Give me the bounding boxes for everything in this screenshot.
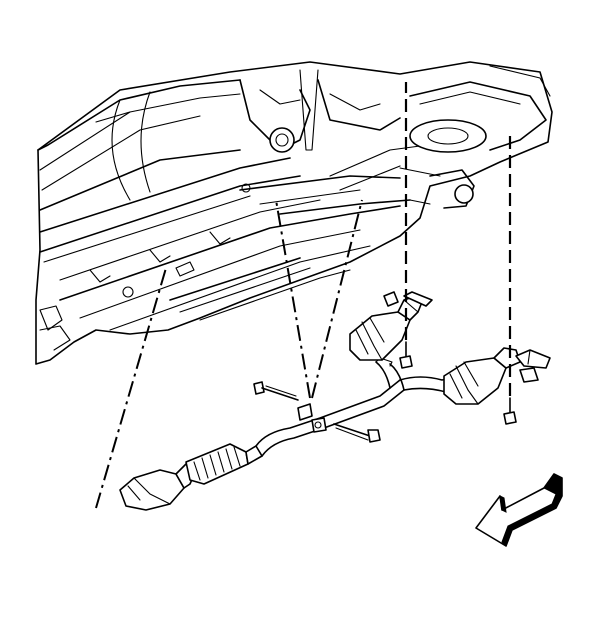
hanger-bolt-right <box>503 397 517 425</box>
exhaust-system <box>119 291 551 511</box>
pipe-hanger-bracket <box>297 403 327 433</box>
right-muffler <box>443 347 551 405</box>
hanger-bolt-left <box>399 341 413 369</box>
direction-arrow <box>475 473 563 547</box>
clamp-bolts <box>253 381 381 443</box>
exhaust-pipe <box>255 357 457 457</box>
left-muffler <box>349 291 433 361</box>
leader-lines <box>95 82 512 509</box>
hanger-bolts <box>399 341 517 425</box>
bolt-lower-right <box>333 423 381 443</box>
front-catalytic-converter <box>119 463 197 511</box>
flex-resonator <box>185 443 263 485</box>
bolt-upper-left <box>253 381 299 401</box>
underbody-frame <box>35 61 553 365</box>
